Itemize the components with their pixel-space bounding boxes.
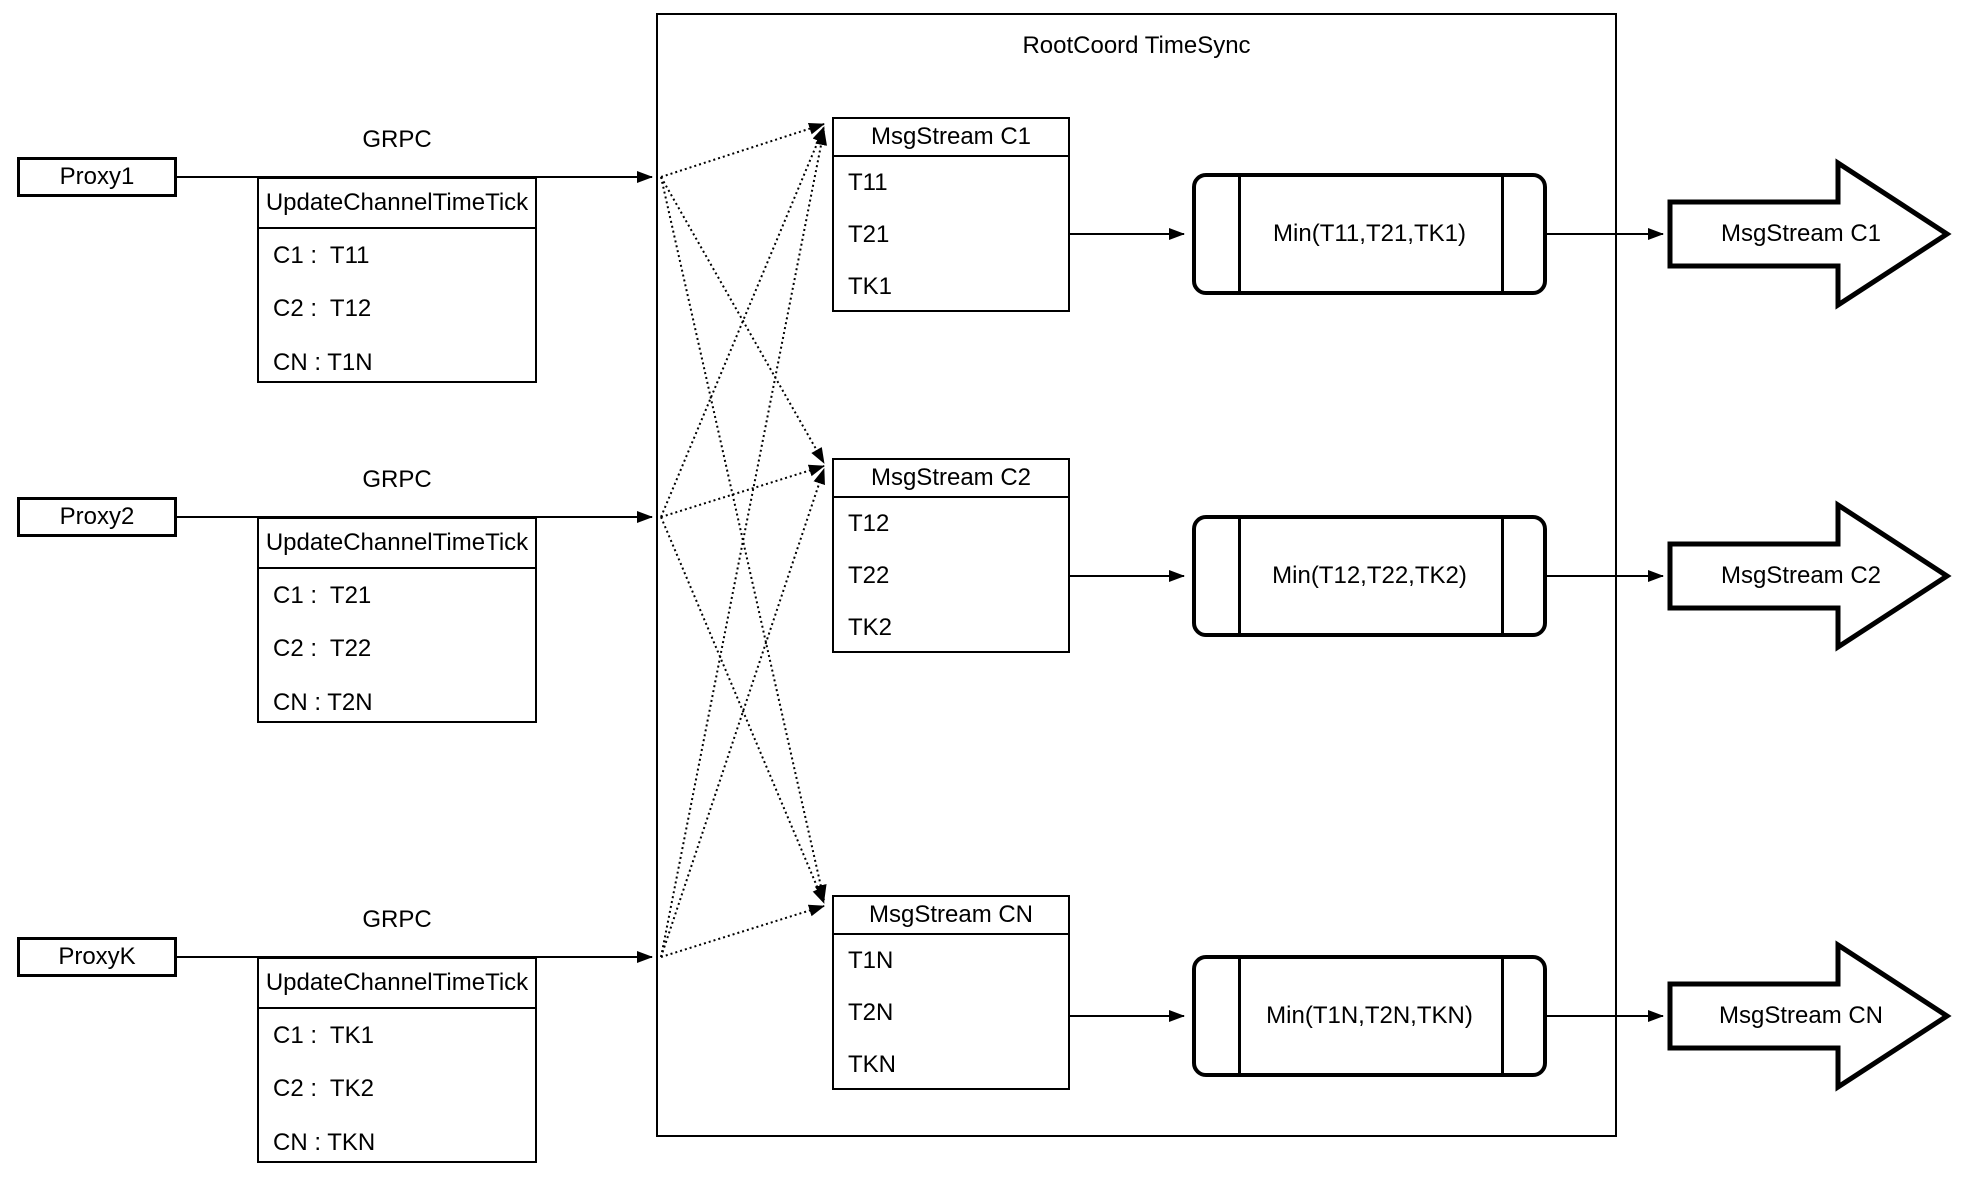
process-bar-left	[1238, 177, 1241, 291]
msgstream-box-c1: MsgStream C1 T11 T21 TK1	[832, 117, 1070, 312]
table-row: CN : T1N	[273, 349, 373, 376]
dotted-connector-p2-c1	[660, 126, 825, 518]
update-table-1: UpdateChannelTimeTick C1 : T11 C2 : T12 …	[257, 177, 537, 383]
msgstream-header: MsgStream C2	[834, 460, 1068, 498]
update-table-2: UpdateChannelTimeTick C1 : T21 C2 : T22 …	[257, 517, 537, 723]
grpc-label-1: GRPC	[362, 126, 432, 153]
grpc-label-2: GRPC	[362, 466, 432, 493]
min-process-box-c1: Min(T11,T21,TK1)	[1192, 173, 1547, 295]
msgstream-row: T2N	[848, 999, 894, 1026]
table-row: C1 : T11	[273, 242, 370, 269]
output-arrow-label-c2: MsgStream C2	[1720, 562, 1882, 589]
table-header: UpdateChannelTimeTick	[259, 959, 535, 1009]
table-row: CN : T2N	[273, 689, 373, 716]
msgstream-header: MsgStream C1	[834, 119, 1068, 157]
output-arrow-c1	[1667, 158, 1952, 310]
msgstream-row: T1N	[848, 947, 894, 974]
msgstream-row: T22	[848, 562, 890, 589]
process-bar-right	[1501, 177, 1504, 291]
min-label: Min(T1N,T2N,TKN)	[1266, 1002, 1473, 1029]
dotted-connector-p1-c1	[660, 122, 825, 178]
rootcoord-title: RootCoord TimeSync	[1022, 32, 1251, 59]
dotted-connector-p2-c2	[660, 464, 825, 518]
proxy-box-k: ProxyK	[17, 937, 177, 977]
msgstream-row: TK1	[848, 273, 893, 300]
proxy-box-1: Proxy1	[17, 157, 177, 197]
output-arrow-c2	[1667, 500, 1952, 652]
table-row: C2 : TK2	[273, 1075, 374, 1102]
table-row: CN : TKN	[273, 1129, 376, 1156]
table-row: C1 : TK1	[273, 1022, 374, 1049]
msgstream-row: TKN	[848, 1051, 896, 1078]
min-label: Min(T12,T22,TK2)	[1272, 562, 1467, 589]
output-arrow-label-cn: MsgStream CN	[1718, 1002, 1884, 1029]
msgstream-box-cn: MsgStream CN T1N T2N TKN	[832, 895, 1070, 1090]
dotted-connector-pk-cn	[660, 904, 825, 958]
msgstream-row: T11	[848, 169, 888, 196]
msgstream-row: T21	[848, 221, 890, 248]
msgstream-header: MsgStream CN	[834, 897, 1068, 935]
process-bar-right	[1501, 959, 1504, 1073]
process-bar-left	[1238, 959, 1241, 1073]
min-label: Min(T11,T21,TK1)	[1273, 220, 1466, 247]
msgstream-row: T12	[848, 510, 890, 537]
min-process-box-c2: Min(T12,T22,TK2)	[1192, 515, 1547, 637]
dotted-connector-pk-c1	[660, 129, 827, 958]
process-bar-left	[1238, 519, 1241, 633]
process-bar-right	[1501, 519, 1504, 633]
table-header: UpdateChannelTimeTick	[259, 519, 535, 569]
dotted-connector-pk-c2	[660, 468, 825, 958]
output-arrow-cn	[1667, 940, 1952, 1092]
msgstream-box-c2: MsgStream C2 T12 T22 TK2	[832, 458, 1070, 653]
table-header: UpdateChannelTimeTick	[259, 179, 535, 229]
dotted-connector-p1-c2	[660, 176, 825, 464]
table-row: C2 : T12	[273, 295, 372, 322]
grpc-label-k: GRPC	[362, 906, 432, 933]
msgstream-row: TK2	[848, 614, 893, 641]
update-table-k: UpdateChannelTimeTick C1 : TK1 C2 : TK2 …	[257, 957, 537, 1163]
min-process-box-cn: Min(T1N,T2N,TKN)	[1192, 955, 1547, 1077]
proxy-box-2: Proxy2	[17, 497, 177, 537]
output-arrow-label-c1: MsgStream C1	[1720, 220, 1882, 247]
table-row: C1 : T21	[273, 582, 372, 609]
table-row: C2 : T22	[273, 635, 372, 662]
